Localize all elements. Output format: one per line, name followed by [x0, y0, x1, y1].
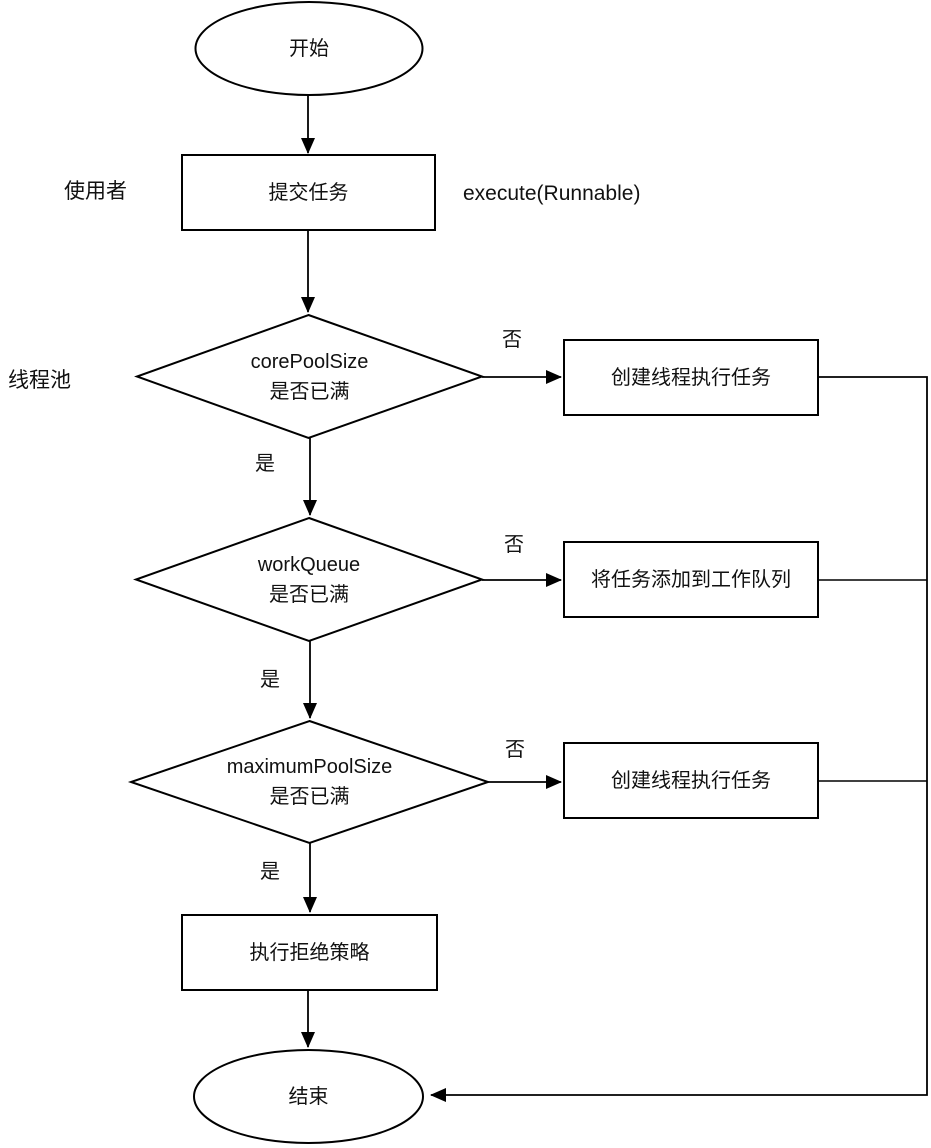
reject-policy-node-shape	[181, 914, 438, 991]
create-thread-2-node-shape	[563, 742, 819, 819]
create-thread-1-node-shape	[563, 339, 819, 416]
submit-task-node-shape	[181, 154, 436, 231]
end-node-shape	[193, 1049, 424, 1144]
add-to-queue-node-shape	[563, 541, 819, 618]
connector-create-thread-1-to-end	[430, 376, 928, 1102]
core-pool-decision-shape	[134, 313, 485, 440]
start-node-shape	[194, 1, 424, 96]
work-queue-decision-shape	[133, 516, 485, 643]
maximum-pool-decision-shape	[127, 719, 492, 845]
